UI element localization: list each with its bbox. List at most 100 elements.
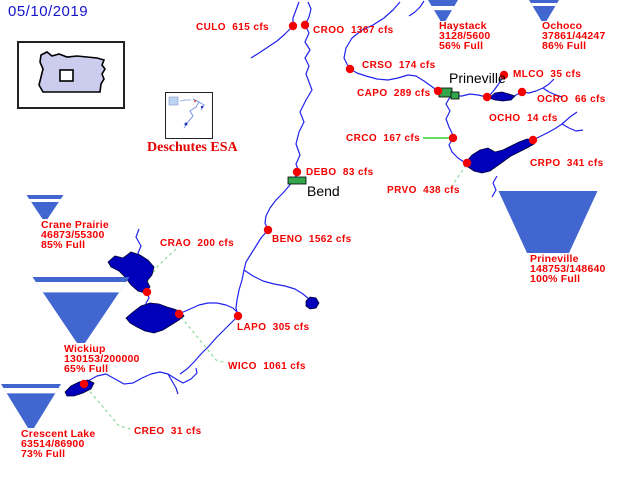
gauge-label-LAPO[interactable]: LAPO 305 cfs <box>237 322 309 333</box>
gauge-code[interactable]: DEBO <box>306 167 337 178</box>
reservoir-empty-band <box>529 3 559 6</box>
gauge-dot-OCRO[interactable] <box>517 87 527 97</box>
gauge-flow: 438 cfs <box>423 185 460 196</box>
river-line <box>304 1 312 26</box>
gauge-label-CRSO[interactable]: CRSO 174 cfs <box>362 60 436 71</box>
connectors-layer <box>85 137 467 430</box>
gauge-dot-CULO[interactable] <box>288 21 298 31</box>
gauge-label-CROO[interactable]: CROO 1367 cfs <box>313 25 394 36</box>
gauge-dot-CROO[interactable] <box>300 20 310 30</box>
gauge-code[interactable]: CAPO <box>357 88 388 99</box>
deschutes-region-marker <box>59 69 74 82</box>
gauge-code[interactable]: CULO <box>196 22 226 33</box>
gauge-flow: 341 cfs <box>566 158 604 169</box>
reservoir-storage: 3128/5600 <box>439 30 491 42</box>
reservoir-storage: 46873/55300 <box>41 229 105 241</box>
reservoir-percent: 86% Full <box>542 40 587 52</box>
esa-minimap <box>168 96 205 129</box>
gauge-code[interactable]: MLCO <box>513 69 545 80</box>
gauge-code[interactable]: CRAO <box>160 238 192 249</box>
gauge-code[interactable]: OCHO <box>489 113 521 124</box>
gauge-dot-CRAO[interactable] <box>142 287 152 297</box>
gauge-code[interactable]: BENO <box>272 234 303 245</box>
reservoir-glyph-crane-prairie[interactable] <box>26 195 65 219</box>
minimap-dot <box>184 122 188 126</box>
crescent-lake <box>64 379 95 397</box>
gauge-code[interactable]: CRSO <box>362 60 393 71</box>
gauge-label-OCRO[interactable]: OCRO 66 cfs <box>537 94 606 105</box>
river-line <box>408 0 425 17</box>
oregon-inset <box>17 41 125 109</box>
gauge-label-OCHO[interactable]: OCHO 14 cfs <box>489 113 558 124</box>
gauge-flow: 1367 cfs <box>350 25 394 36</box>
gauge-label-WICO[interactable]: WICO 1061 cfs <box>228 361 306 372</box>
river-line <box>343 1 401 70</box>
gauge-label-CRCO[interactable]: CRCO 167 cfs <box>346 133 420 144</box>
gauge-dot-CRSO[interactable] <box>345 64 355 74</box>
reservoir-glyph-ochoco[interactable] <box>528 0 560 21</box>
gauge-dot-LAPO[interactable] <box>233 311 243 321</box>
gauge-dot-OCHO[interactable] <box>482 92 492 102</box>
gauge-label-CRAO[interactable]: CRAO 200 cfs <box>160 238 234 249</box>
gauge-label-CAPO[interactable]: CAPO 289 cfs <box>357 88 431 99</box>
wickiup-lake <box>125 302 185 334</box>
reservoir-glyph-crescent-lake[interactable] <box>0 384 62 428</box>
reservoir-empty-band <box>1 388 61 394</box>
gauge-label-BENO[interactable]: BENO 1562 cfs <box>272 234 352 245</box>
gauge-dot-PRVO[interactable] <box>462 158 472 168</box>
prineville-reservoir-lake <box>465 138 535 174</box>
gauge-dot-MLCO[interactable] <box>499 70 509 80</box>
gauge-label-CULO[interactable]: CULO 615 cfs <box>196 22 269 33</box>
gauge-dot-WICO[interactable] <box>174 309 184 319</box>
gauge-dot-CAPO[interactable] <box>433 86 443 96</box>
reservoir-name: Crane Prairie <box>41 219 109 231</box>
gauge-label-CREO[interactable]: CREO 31 cfs <box>134 426 202 437</box>
reservoir-name: Wickiup <box>64 343 106 355</box>
reservoir-storage: 63514/86900 <box>21 438 85 450</box>
gauge-code[interactable]: CRPO <box>530 158 561 169</box>
gauge-dot-CRPO[interactable] <box>528 135 538 145</box>
minimap-dot <box>193 99 197 103</box>
gauge-code[interactable]: WICO <box>228 361 257 372</box>
gauge-dot-BENO[interactable] <box>263 225 273 235</box>
gauge-flow: 66 cfs <box>574 94 606 105</box>
gauge-label-CRPO[interactable]: CRPO 341 cfs <box>530 158 604 169</box>
reservoir-glyph-haystack[interactable] <box>427 0 459 21</box>
gauge-dot-DEBO[interactable] <box>292 167 302 177</box>
gauge-code[interactable]: CREO <box>134 426 165 437</box>
reservoir-name: Prineville <box>530 253 579 265</box>
reservoir-glyph-prineville[interactable] <box>498 191 598 253</box>
gauge-label-DEBO[interactable]: DEBO 83 cfs <box>306 167 374 178</box>
gauge-dot-CRCO[interactable] <box>448 133 458 143</box>
reservoir-percent: 85% Full <box>41 239 86 251</box>
gauge-dot-CREO[interactable] <box>79 379 89 389</box>
gauge-connector-CRAO <box>146 248 177 292</box>
city-label-prineville: Prineville <box>449 70 506 86</box>
gauge-flow: 174 cfs <box>398 60 436 71</box>
region-title: Deschutes ESA <box>147 140 238 155</box>
gauge-code[interactable]: PRVO <box>387 185 417 196</box>
reservoir-storage: 130153/200000 <box>64 353 140 365</box>
reservoir-percent: 100% Full <box>530 273 581 285</box>
gauge-flow: 289 cfs <box>393 88 431 99</box>
gauge-code[interactable]: CROO <box>313 25 345 36</box>
gauge-label-PRVO[interactable]: PRVO 438 cfs <box>387 185 460 196</box>
gauge-flow: 83 cfs <box>342 167 374 178</box>
city-label-bend: Bend <box>307 183 340 199</box>
reservoir-glyph-wickiup[interactable] <box>32 277 131 343</box>
city-marker-prineville <box>450 91 460 100</box>
gauge-label-MLCO[interactable]: MLCO 35 cfs <box>513 69 581 80</box>
reservoir-water <box>26 195 64 219</box>
gauge-code[interactable]: OCRO <box>537 94 569 105</box>
gauge-flow: 31 cfs <box>170 426 202 437</box>
river-line <box>349 68 439 92</box>
gauge-code[interactable]: LAPO <box>237 322 267 333</box>
gauge-code[interactable]: CRCO <box>346 133 378 144</box>
